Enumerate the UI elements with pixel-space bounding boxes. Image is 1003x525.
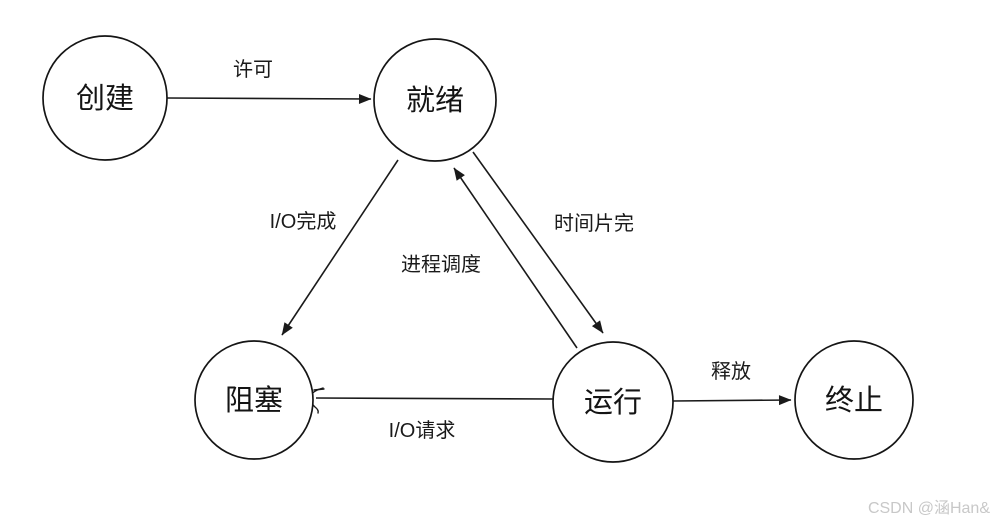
edge-schedule-arrow [472,151,604,334]
state-circle-blocked [194,340,314,460]
state-label-create: 创建 [76,82,134,115]
hand-drawn-arrowhead-tick [313,388,325,391]
state-label-blocked: 阻塞 [225,384,283,417]
state-node-running: 运行 [552,341,674,463]
state-circle-terminated [794,340,914,460]
edge-release-arrow [672,395,792,406]
state-label-terminated: 终止 [825,384,883,417]
state-node-create: 创建 [42,35,168,161]
edge-labels: 许可 I/O完成 时间片完 进程调度 I/O请求 释放 [233,58,751,442]
edge-label-admit: 许可 [233,58,273,81]
state-circle-running [552,341,674,463]
edge-label-io-complete: I/O完成 [270,210,337,233]
edge-admit-arrow [166,93,372,104]
edge-timeslice-arrow [453,167,578,349]
state-node-terminated: 终止 [794,340,914,460]
edge-group [166,93,792,414]
state-node-ready: 就绪 [373,38,497,162]
state-label-running: 运行 [584,386,642,419]
edge-label-schedule: 进程调度 [401,253,481,276]
edge-label-io-request: I/O请求 [389,419,456,442]
csdn-watermark: CSDN @涵Han& [868,499,990,517]
state-node-blocked: 阻塞 [194,340,314,460]
edge-io-request-arrow [315,397,554,400]
edge-io-complete-arrow [281,159,399,336]
edge-label-release: 释放 [711,360,751,383]
state-circle-ready [373,38,497,162]
edge-label-timeslice: 时间片完 [554,212,634,235]
state-label-ready: 就绪 [406,84,464,117]
state-circle-create [42,35,168,161]
